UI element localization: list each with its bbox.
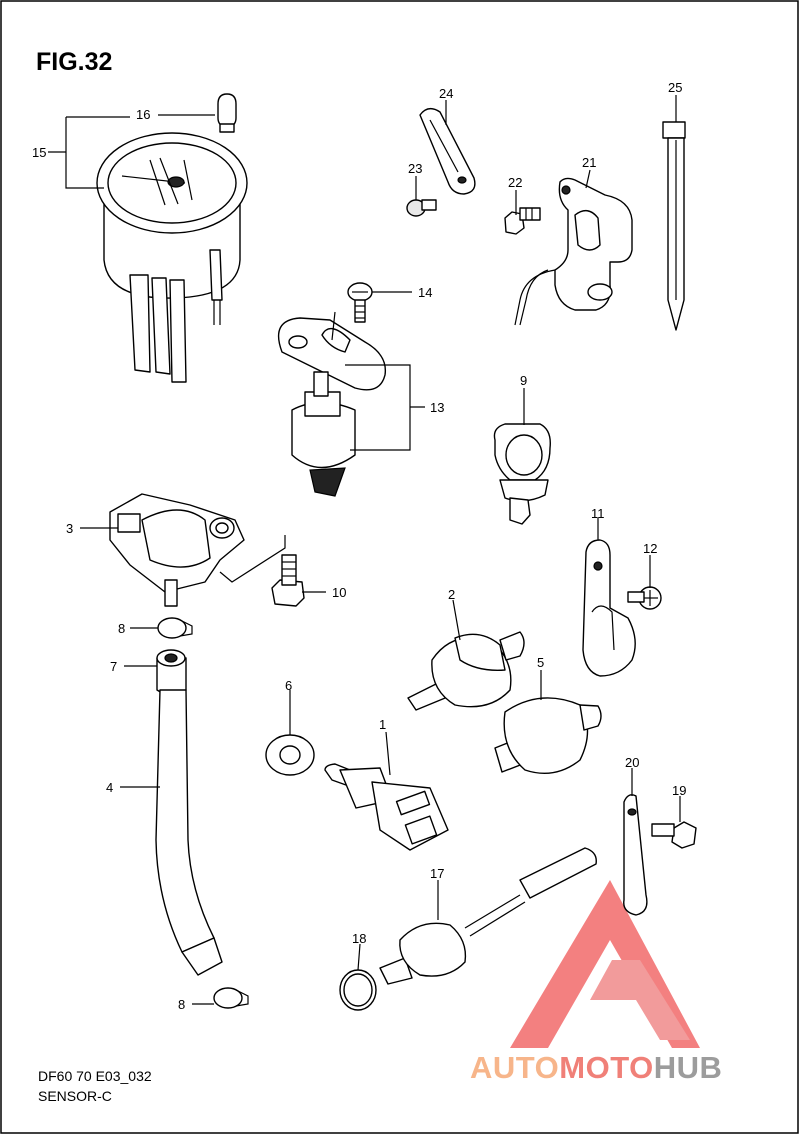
watermark-logo-icon — [510, 880, 700, 1048]
watermark-part-hub: HUB — [653, 1050, 723, 1085]
bolt-10-part[interactable] — [271, 554, 305, 607]
callout-17: 17 — [430, 866, 444, 881]
sensor-3-part[interactable] — [109, 493, 245, 607]
callout-1: 1 — [379, 717, 386, 732]
callout-23: 23 — [408, 161, 422, 176]
callout-8-bottom: 8 — [178, 997, 185, 1012]
callout-4: 4 — [106, 780, 113, 795]
callout-8-top: 8 — [118, 621, 125, 636]
sensor-17-part[interactable] — [379, 847, 597, 985]
cable-tie-part[interactable] — [662, 121, 686, 331]
callout-25: 25 — [668, 80, 682, 95]
clamp-11-part[interactable] — [582, 539, 636, 677]
bolt-22-part[interactable] — [504, 207, 541, 235]
switch-21-part[interactable] — [514, 177, 633, 326]
callout-24: 24 — [439, 86, 453, 101]
sensor-2-part[interactable] — [407, 631, 525, 711]
clip-20-part[interactable] — [623, 794, 648, 916]
watermark-part-moto: MOTO — [559, 1050, 654, 1085]
figure-title: FIG.32 — [36, 48, 113, 76]
callout-15: 15 — [32, 145, 46, 160]
callout-14: 14 — [418, 285, 432, 300]
hose-4-part[interactable] — [155, 689, 223, 976]
screw-14-part[interactable] — [347, 282, 373, 323]
gauge-meter-part[interactable] — [96, 132, 248, 383]
watermark-part-auto: AUTO — [470, 1050, 560, 1085]
watermark-brand-text: AUTOMOTOHUB — [470, 1050, 722, 1086]
callout-20: 20 — [625, 755, 639, 770]
callout-21: 21 — [582, 155, 596, 170]
callout-11: 11 — [591, 506, 605, 521]
callout-22: 22 — [508, 175, 522, 190]
bolt-19-part[interactable] — [651, 821, 697, 849]
callout-9: 9 — [520, 373, 527, 388]
callout-13: 13 — [430, 400, 444, 415]
callout-16: 16 — [136, 107, 150, 122]
hose-clamp-bottom-part[interactable] — [213, 987, 249, 1009]
sensor-5-part[interactable] — [494, 697, 602, 774]
callout-19: 19 — [672, 783, 686, 798]
oring-18-part[interactable] — [339, 969, 377, 1011]
callout-10: 10 — [332, 585, 346, 600]
hose-clamp-top-part[interactable] — [157, 617, 193, 639]
callout-6: 6 — [285, 678, 292, 693]
callout-5: 5 — [537, 655, 544, 670]
clip-24-part[interactable] — [419, 107, 476, 195]
hose-joint-7-part[interactable] — [156, 649, 187, 696]
screw-12-part[interactable] — [627, 586, 662, 610]
sensor-13-part[interactable] — [277, 311, 387, 497]
callout-12: 12 — [643, 541, 657, 556]
footer-diagram-code: DF60 70 E03_032 — [38, 1068, 152, 1084]
clamp-9-part[interactable] — [493, 423, 551, 525]
callout-7: 7 — [110, 659, 117, 674]
callout-2: 2 — [448, 587, 455, 602]
bolt-23-part[interactable] — [406, 199, 437, 217]
bulb-part[interactable] — [217, 93, 237, 133]
sensor-1-part[interactable] — [324, 763, 449, 851]
footer-diagram-title: SENSOR-C — [38, 1088, 112, 1104]
callout-18: 18 — [352, 931, 366, 946]
washer-6-part[interactable] — [265, 734, 315, 776]
callout-3: 3 — [66, 521, 73, 536]
